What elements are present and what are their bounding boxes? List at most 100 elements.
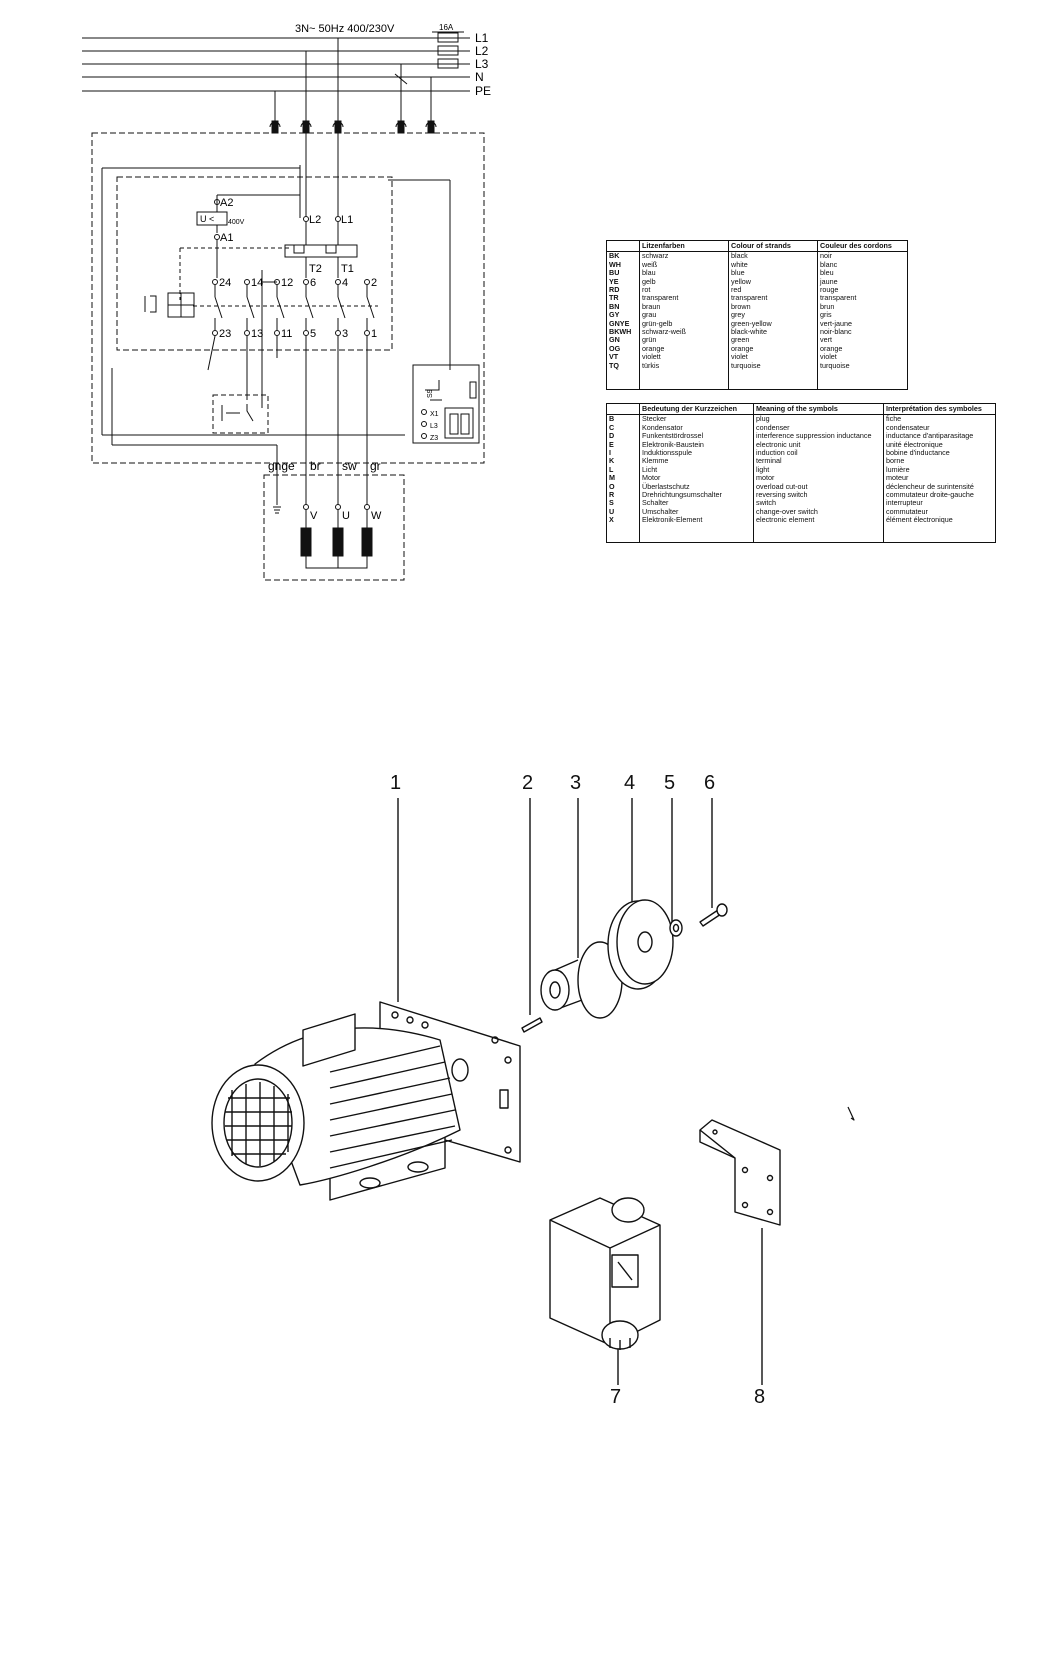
washer-part [669,919,683,937]
colour-table-cell: schwarz-weiß [642,327,686,337]
colour-table-cell: blue [731,268,745,278]
colour-table-cell: violet [731,352,748,362]
colour-table-cell: orange [731,343,754,353]
motor-part [211,1001,521,1201]
symbol-table-cell: I [609,448,611,458]
colour-table-cell: GN [609,335,620,345]
colour-header-code [607,241,640,253]
line-l1: L1 [475,31,489,45]
terminal-24: 24 [219,277,231,289]
colour-table-cell: black [731,251,748,261]
supply-label: 3N~ 50Hz 400/230V [295,23,395,35]
symbol-table-cell: Überlastschutz [642,481,690,491]
colour-table-cell: YE [609,276,619,286]
symbol-table-cell: condenser [756,422,790,432]
colour-table-cell: transparent [731,293,768,303]
bracket-part [699,1119,781,1226]
motor-terminal-v: V [310,510,318,522]
symbol-table-cell: lumière [886,464,910,474]
symbol-table-cell: O [609,481,615,491]
symbol-table-cell: moteur [886,473,909,483]
symbol-table: Bedeutung der Kurzzeichen Meaning of the… [607,404,995,525]
symbol-table-cell: Klemme [642,456,669,466]
symbol-table-cell: C [609,422,615,432]
symbol-header-code [607,404,640,416]
symbol-table-cell: Motor [642,473,661,483]
symbol-table-cell: X [609,515,614,525]
symbol-table-cell: switch [756,498,776,508]
colour-table-cell: gris [820,310,832,320]
colour-table-cell: orange [820,343,843,353]
colour-table-header: Litzenfarben Colour of strands Couleur d… [607,241,907,253]
wire-br: br [310,459,321,473]
colour-table-cell: turquoise [820,360,850,370]
pulley-hub-part [540,941,623,1019]
wire-gr: gr [370,459,381,473]
colour-table-cell: red [731,285,742,295]
module-label-z3: Z3 [430,435,438,442]
colour-table-cell: jaune [820,276,838,286]
colour-table-cell: grün [642,335,657,345]
colour-header-de: Litzenfarben [640,241,729,253]
symbol-table-cell: Drehrichtungsumschalter [642,490,722,500]
symbol-table-header: Bedeutung der Kurzzeichen Meaning of the… [607,404,995,416]
colour-table-cell: schwarz [642,251,669,261]
colour-table-cell: VT [609,352,619,362]
line-l2: L2 [475,44,489,58]
symbol-table-cell: reversing switch [756,490,808,500]
colour-table-cell: vert [820,335,832,345]
terminal-12: 12 [281,277,293,289]
symbol-table-cell: Schalter [642,498,669,508]
symbol-table-cell: Umschalter [642,506,679,516]
terminal-5: 5 [310,328,316,340]
symbol-table-cell: Funkentstördrossel [642,431,704,441]
colour-table-cell: black-white [731,327,767,337]
line-n: N [475,70,484,84]
mains-in-l2: L2 [309,214,321,226]
symbol-table-cell: B [609,414,615,424]
symbol-table-cell: Stecker [642,414,667,424]
symbol-table-cell: electronic unit [756,439,801,449]
colour-table-cell: violet [820,352,837,362]
symbol-table-cell: plug [756,414,770,424]
switch-part [549,1197,661,1350]
voltage-label: 400V [228,219,245,226]
symbol-table-cell: commutateur [886,506,928,516]
symbol-table-cell: déclencheur de surintensité [886,481,974,491]
symbol-table-row: R Drehrichtungsumschalter reversing switch… [607,490,995,500]
colour-table-cell: GY [609,310,620,320]
coil-a1: A1 [220,232,233,244]
symbol-table-cell: Licht [642,464,658,474]
terminal-4: 4 [342,277,348,289]
colour-table-cell: blanc [820,259,838,269]
symbol-table-cell: unité électronique [886,439,943,449]
symbol-table-cell: terminal [756,456,782,466]
module-label-l3: L3 [430,423,438,430]
colour-table-cell: WH [609,259,621,269]
colour-table-cell: TR [609,293,619,303]
colour-table-cell: brown [731,301,751,311]
symbol-table-cell: R [609,490,615,500]
colour-table-cell: yellow [731,276,751,286]
callout-7: 7 [610,1386,622,1408]
symbol-table-cell: interference suppression inductance [756,431,872,441]
colour-table-cell: transparent [642,293,679,303]
callout-8: 8 [754,1386,766,1408]
colour-table-cell: grün-gelb [642,318,673,328]
symbol-table-cell: U [609,506,615,516]
symbol-table-cell: electronic element [756,515,815,525]
line-pe: PE [475,84,491,98]
